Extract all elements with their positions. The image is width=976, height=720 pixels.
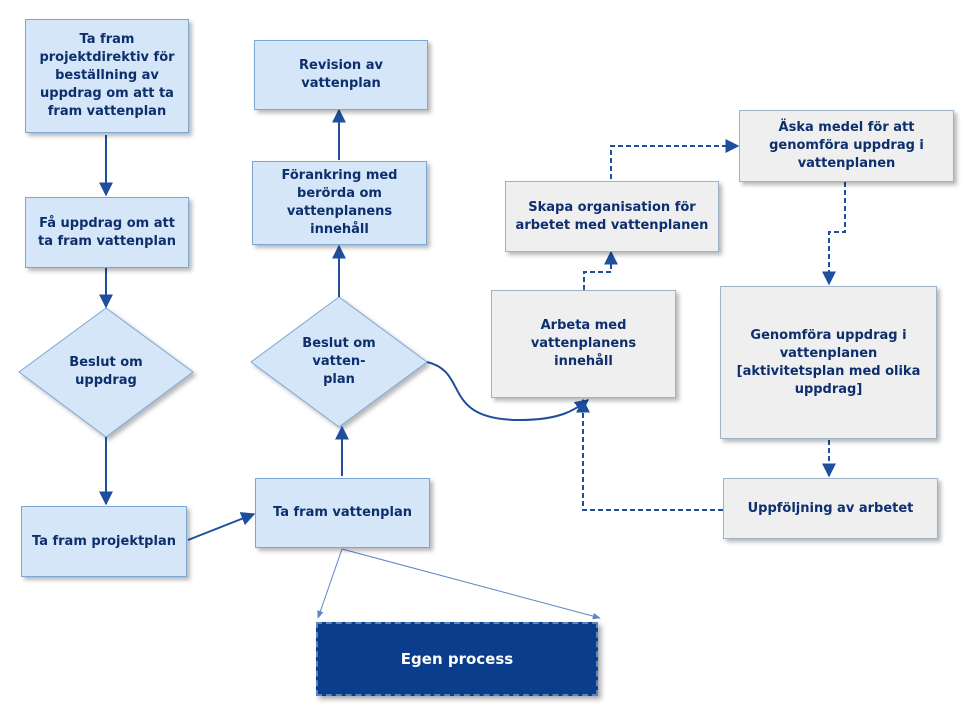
arrow-to-egen-left [317,548,343,619]
node-revision: Revision av vattenplan [254,40,428,110]
arrow-projektplan-to-vattenplan [187,512,256,541]
node-forankring: Förankring med berörda om vattenplanens … [252,161,427,245]
node-genomfora: Genomföra uppdrag i vattenplanen [aktivi… [720,286,937,439]
node-ta-fram-vattenplan: Ta fram vattenplan [255,478,430,548]
node-beslut-uppdrag-label: Beslut om uppdrag [69,355,143,388]
dashed-aska-to-genomfora [822,182,846,286]
node-uppfoljning: Uppföljning av arbetet [723,478,938,539]
dashed-arbeta-to-skapa [583,250,618,290]
dashed-uppfoljning-to-arbeta [576,398,723,511]
dashed-skapa-to-aska [610,139,740,179]
arrow-beslut-to-arbeta [426,361,590,422]
node-projektdirektiv: Ta fram projektdirektiv för beställning … [25,19,189,133]
node-skapa-organisation: Skapa organisation för arbetet med vatte… [505,181,719,252]
arrow-to-egen-right [341,548,601,620]
node-fa-uppdrag: Få uppdrag om att ta fram vattenplan [25,197,189,268]
node-projektplan: Ta fram projektplan [21,506,187,577]
node-arbeta-med: Arbeta med vattenplanens innehåll [491,290,676,398]
node-aska-medel: Äska medel för att genomföra uppdrag i v… [739,110,954,182]
node-egen-process: Egen process [316,622,598,696]
node-beslut-vattenplan-label: Beslut om vatten- plan [302,336,376,387]
